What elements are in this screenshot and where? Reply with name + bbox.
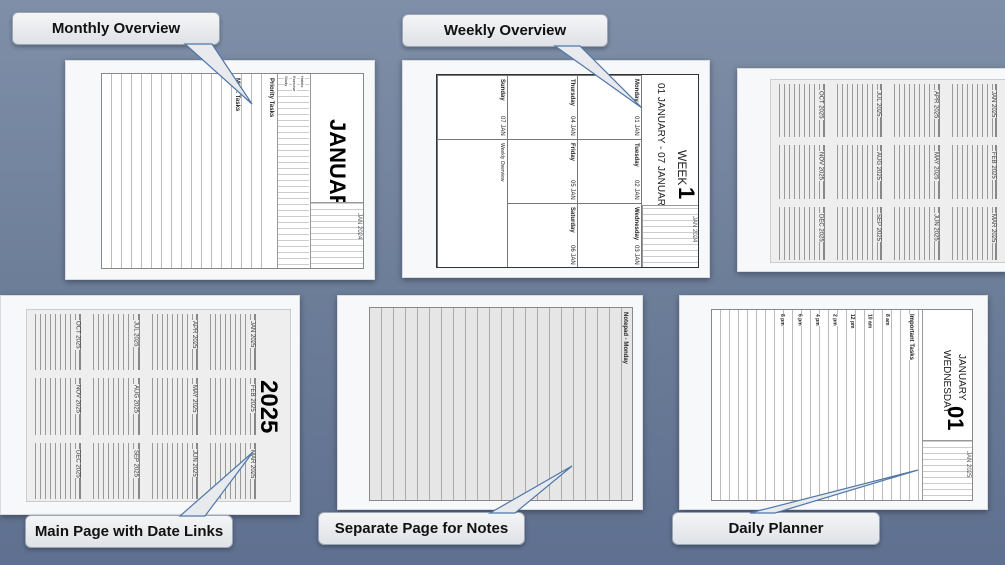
misc-tasks-label: Misc. Tasks bbox=[234, 78, 240, 112]
month-calendar[interactable]: JUN 2025 bbox=[147, 442, 198, 499]
month-calendar-title: DEC 2025 bbox=[817, 212, 824, 243]
daily-planner-callout: Daily Planner bbox=[672, 512, 880, 545]
daily-day-number: 01 bbox=[943, 406, 968, 431]
habit-label: Exercise bbox=[292, 76, 297, 92]
month-calendar-title: MAY 2025 bbox=[190, 384, 197, 414]
month-calendar-title: JAN 2025 bbox=[249, 320, 255, 349]
month-calendar-title: NOV 2025 bbox=[74, 384, 81, 415]
time-slot-label: 2 pm bbox=[831, 314, 838, 326]
monthly-page-preview: Misc. Tasks Priority Tasks Habits Exerci… bbox=[65, 60, 375, 280]
time-slot-label: 8 am bbox=[884, 314, 890, 326]
week-label: WEEK bbox=[675, 150, 689, 186]
month-calendar[interactable]: AUG 2025 bbox=[89, 378, 140, 435]
month-calendar[interactable]: SEP 2025 bbox=[832, 206, 882, 260]
weekly-overview-callout: Weekly Overview bbox=[402, 14, 608, 47]
daily-weekday: WEDNESDAY bbox=[941, 350, 952, 414]
month-calendar[interactable]: MAR 2025 bbox=[205, 442, 256, 499]
month-calendar-title: MAR 2025 bbox=[990, 212, 996, 244]
month-calendar-title: FEB 2025 bbox=[990, 151, 996, 181]
time-slot-label: 6 pm bbox=[796, 314, 803, 326]
month-calendar-title: OCT 2025 bbox=[817, 90, 824, 120]
month-calendar[interactable]: JUL 2025 bbox=[832, 84, 882, 138]
notes-page-preview: Notepad - Monday bbox=[337, 295, 643, 510]
time-slot-label: 10 am bbox=[866, 314, 873, 329]
month-calendar-title: MAR 2025 bbox=[249, 448, 255, 480]
month-calendar[interactable]: FEB 2025 bbox=[947, 145, 997, 199]
month-calendar[interactable]: OCT 2025 bbox=[775, 84, 825, 138]
month-calendar[interactable]: DEC 2025 bbox=[31, 442, 82, 499]
daily-page-preview: Important Tasks 8 am 10 am 12 pm 2 pm 4 pm 6 … bbox=[679, 295, 988, 510]
month-calendar[interactable]: AUG 2025 bbox=[832, 145, 882, 199]
month-calendar[interactable]: JUN 2025 bbox=[890, 206, 940, 260]
important-tasks-label: Important Tasks bbox=[908, 314, 914, 360]
notepad-title: Notepad - Monday bbox=[622, 312, 628, 364]
habit-label: Study bbox=[284, 76, 289, 87]
year-title: 2025 bbox=[254, 380, 282, 434]
month-calendar-title: AUG 2025 bbox=[132, 384, 139, 415]
month-calendar[interactable]: JAN 2025 bbox=[205, 314, 256, 371]
month-calendar-title: JUL 2025 bbox=[132, 320, 139, 348]
week-number: 1 bbox=[674, 187, 699, 200]
month-calendar-title: JUN 2025 bbox=[190, 448, 197, 478]
month-calendar-title: DEC 2025 bbox=[74, 448, 81, 479]
month-calendar-title: JUN 2025 bbox=[932, 212, 939, 242]
month-calendar[interactable]: JUL 2025 bbox=[89, 314, 140, 371]
mini-calendar-title: JAN 2024 bbox=[356, 213, 362, 240]
month-calendar-title: SEP 2025 bbox=[132, 448, 139, 478]
month-calendar[interactable]: MAY 2025 bbox=[890, 145, 940, 199]
mini-calendar[interactable]: JAN 2025 bbox=[922, 440, 972, 500]
habit-label: Habits bbox=[300, 76, 305, 88]
month-calendar[interactable]: SEP 2025 bbox=[89, 442, 140, 499]
time-slot-label: 12 pm bbox=[849, 314, 855, 329]
notes-page-callout: Separate Page for Notes bbox=[318, 512, 525, 545]
week-range: 01 JANUARY - 07 JANUARY bbox=[655, 83, 666, 213]
main-page-callout: Main Page with Date Links bbox=[25, 515, 233, 548]
month-calendar[interactable]: NOV 2025 bbox=[775, 145, 825, 199]
weekly-overview-cell[interactable]: Weekly Overview bbox=[437, 139, 508, 267]
mini-calendar-title: JAN 2025 bbox=[965, 451, 971, 478]
month-calendar[interactable]: APR 2025 bbox=[147, 314, 198, 371]
month-calendar-title: APR 2025 bbox=[190, 320, 197, 350]
month-calendar[interactable]: MAY 2025 bbox=[147, 378, 198, 435]
time-slot-label: 4 pm bbox=[814, 314, 820, 326]
month-calendar[interactable]: JAN 2025 bbox=[947, 84, 997, 138]
month-calendar-title: JUL 2025 bbox=[875, 90, 881, 118]
mini-calendar[interactable]: JAN 2024 bbox=[310, 202, 363, 268]
month-calendar-title: SEP 2025 bbox=[875, 212, 881, 242]
monthly-overview-callout: Monthly Overview bbox=[12, 12, 220, 45]
month-calendar-title: OCT 2025 bbox=[74, 320, 81, 350]
habit-grid bbox=[277, 74, 309, 268]
month-calendar-title: AUG 2025 bbox=[875, 151, 881, 182]
month-calendar-title: NOV 2025 bbox=[817, 151, 824, 182]
notes-lines bbox=[102, 74, 267, 268]
month-calendar[interactable]: NOV 2025 bbox=[31, 378, 82, 435]
month-calendar[interactable]: FEB 2025 bbox=[205, 378, 256, 435]
month-calendar-title: MAY 2025 bbox=[932, 151, 939, 181]
month-calendar[interactable]: APR 2025 bbox=[890, 84, 940, 138]
mini-calendar-title: JAN 2024 bbox=[691, 216, 697, 243]
month-calendar[interactable]: OCT 2025 bbox=[31, 314, 82, 371]
daily-month: JANUARY bbox=[956, 354, 967, 401]
month-calendar-title: APR 2025 bbox=[932, 90, 939, 120]
month-calendar[interactable]: DEC 2025 bbox=[775, 206, 825, 260]
month-calendar[interactable]: MAR 2025 bbox=[947, 206, 997, 260]
time-slot-label: 8 pm bbox=[779, 314, 785, 326]
mini-calendar[interactable]: JAN 2024 bbox=[642, 205, 698, 267]
month-calendar-title: FEB 2025 bbox=[249, 384, 255, 414]
priority-tasks-label: Priority Tasks bbox=[268, 78, 274, 118]
month-calendar-title: JAN 2025 bbox=[990, 90, 996, 119]
